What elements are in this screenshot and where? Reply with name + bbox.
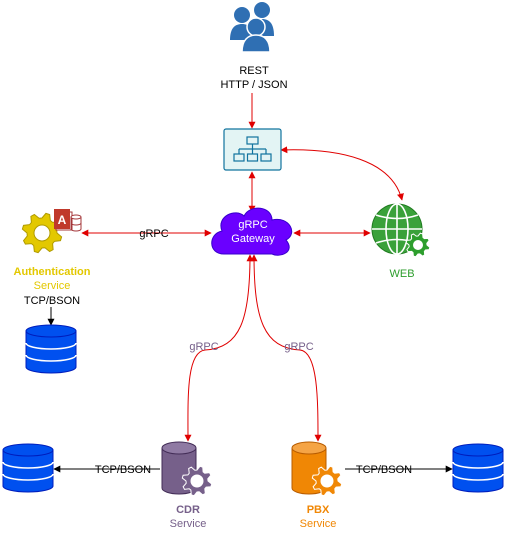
auth-title: Authentication: [14, 266, 91, 278]
auth-database-icon: [25, 324, 77, 374]
gateway-label-line1: gRPC: [238, 219, 267, 231]
gateway-pbx-grpc-label: gRPC: [284, 341, 313, 353]
gateway-label-line2: Gateway: [231, 233, 275, 245]
connectors: [47, 93, 453, 473]
gateway-auth-grpc-label: gRPC: [139, 228, 168, 240]
pbx-database-gear-icon: [291, 441, 343, 497]
load-balancer-icon: [223, 128, 282, 171]
lb-web-arrow: [280, 146, 404, 201]
cdr-subtitle: Service: [170, 518, 207, 530]
users-icon: [230, 2, 274, 53]
gear-access-icon: A: [21, 209, 82, 254]
pbx-subtitle: Service: [300, 518, 337, 530]
pbx-database-icon: [452, 443, 504, 493]
globe-gear-icon: [371, 203, 431, 258]
cdr-title: CDR: [176, 504, 200, 516]
auth-protocol-label: TCP/BSON: [24, 295, 80, 307]
gateway-cdr-grpc-label: gRPC: [189, 341, 218, 353]
cdr-database-icon: [2, 443, 54, 493]
pbx-title: PBX: [307, 504, 330, 516]
cdr-db-protocol-label: TCP/BSON: [95, 464, 151, 476]
users-label-http: HTTP / JSON: [220, 79, 287, 91]
users-label-rest: REST: [239, 65, 269, 77]
web-label: WEB: [389, 268, 414, 280]
auth-subtitle: Service: [34, 280, 71, 292]
gateway-pbx-arrow: [250, 254, 322, 442]
grpc-gateway-cloud: [211, 207, 293, 256]
svg-text:A: A: [58, 213, 67, 227]
pbx-db-protocol-label: TCP/BSON: [356, 464, 412, 476]
cdr-database-gear-icon: [161, 441, 213, 497]
gateway-cdr-arrow: [184, 254, 254, 442]
